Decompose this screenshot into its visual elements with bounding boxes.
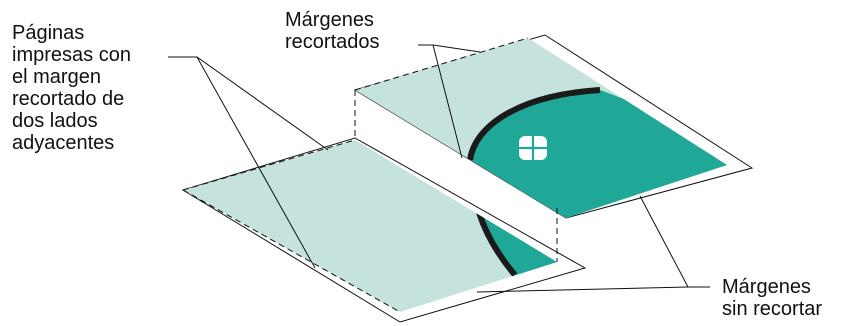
label-trimmed-margins: Márgenes recortados — [285, 9, 380, 53]
left-page-trimmed-edge-left — [182, 189, 401, 313]
left-page-printed-area — [183, 140, 557, 312]
right-page-trimmed-edge-top — [354, 37, 529, 91]
leader-top-to-right-page-top — [418, 44, 481, 53]
leader-left-to-left-page — [196, 56, 316, 269]
label-line: recortados — [285, 31, 380, 53]
leader-top-to-right-page-left — [432, 44, 463, 159]
label-line: Márgenes — [285, 9, 374, 31]
label-trimmed-adjacent-sides: Páginas impresas con el margen recortado… — [12, 22, 131, 154]
label-line: dos lados — [12, 110, 98, 132]
leader-bottom-to-left-page — [476, 286, 689, 293]
leader-left-to-right-page — [168, 56, 329, 151]
leader-lines — [168, 44, 710, 293]
leader-bottom-to-right-page — [639, 195, 710, 288]
label-line: recortado de — [12, 88, 125, 110]
right-page-arc — [467, 87, 601, 161]
label-line: el margen — [12, 66, 101, 88]
label-untrimmed-margins: Márgenes sin recortar — [722, 276, 822, 320]
window-logo-icon — [519, 136, 547, 160]
label-line: adyacentes — [12, 132, 115, 154]
label-line: Páginas — [12, 22, 85, 44]
label-line: impresas con — [12, 44, 131, 66]
label-line: Márgenes — [722, 276, 811, 298]
label-line: sin recortar — [722, 298, 823, 320]
